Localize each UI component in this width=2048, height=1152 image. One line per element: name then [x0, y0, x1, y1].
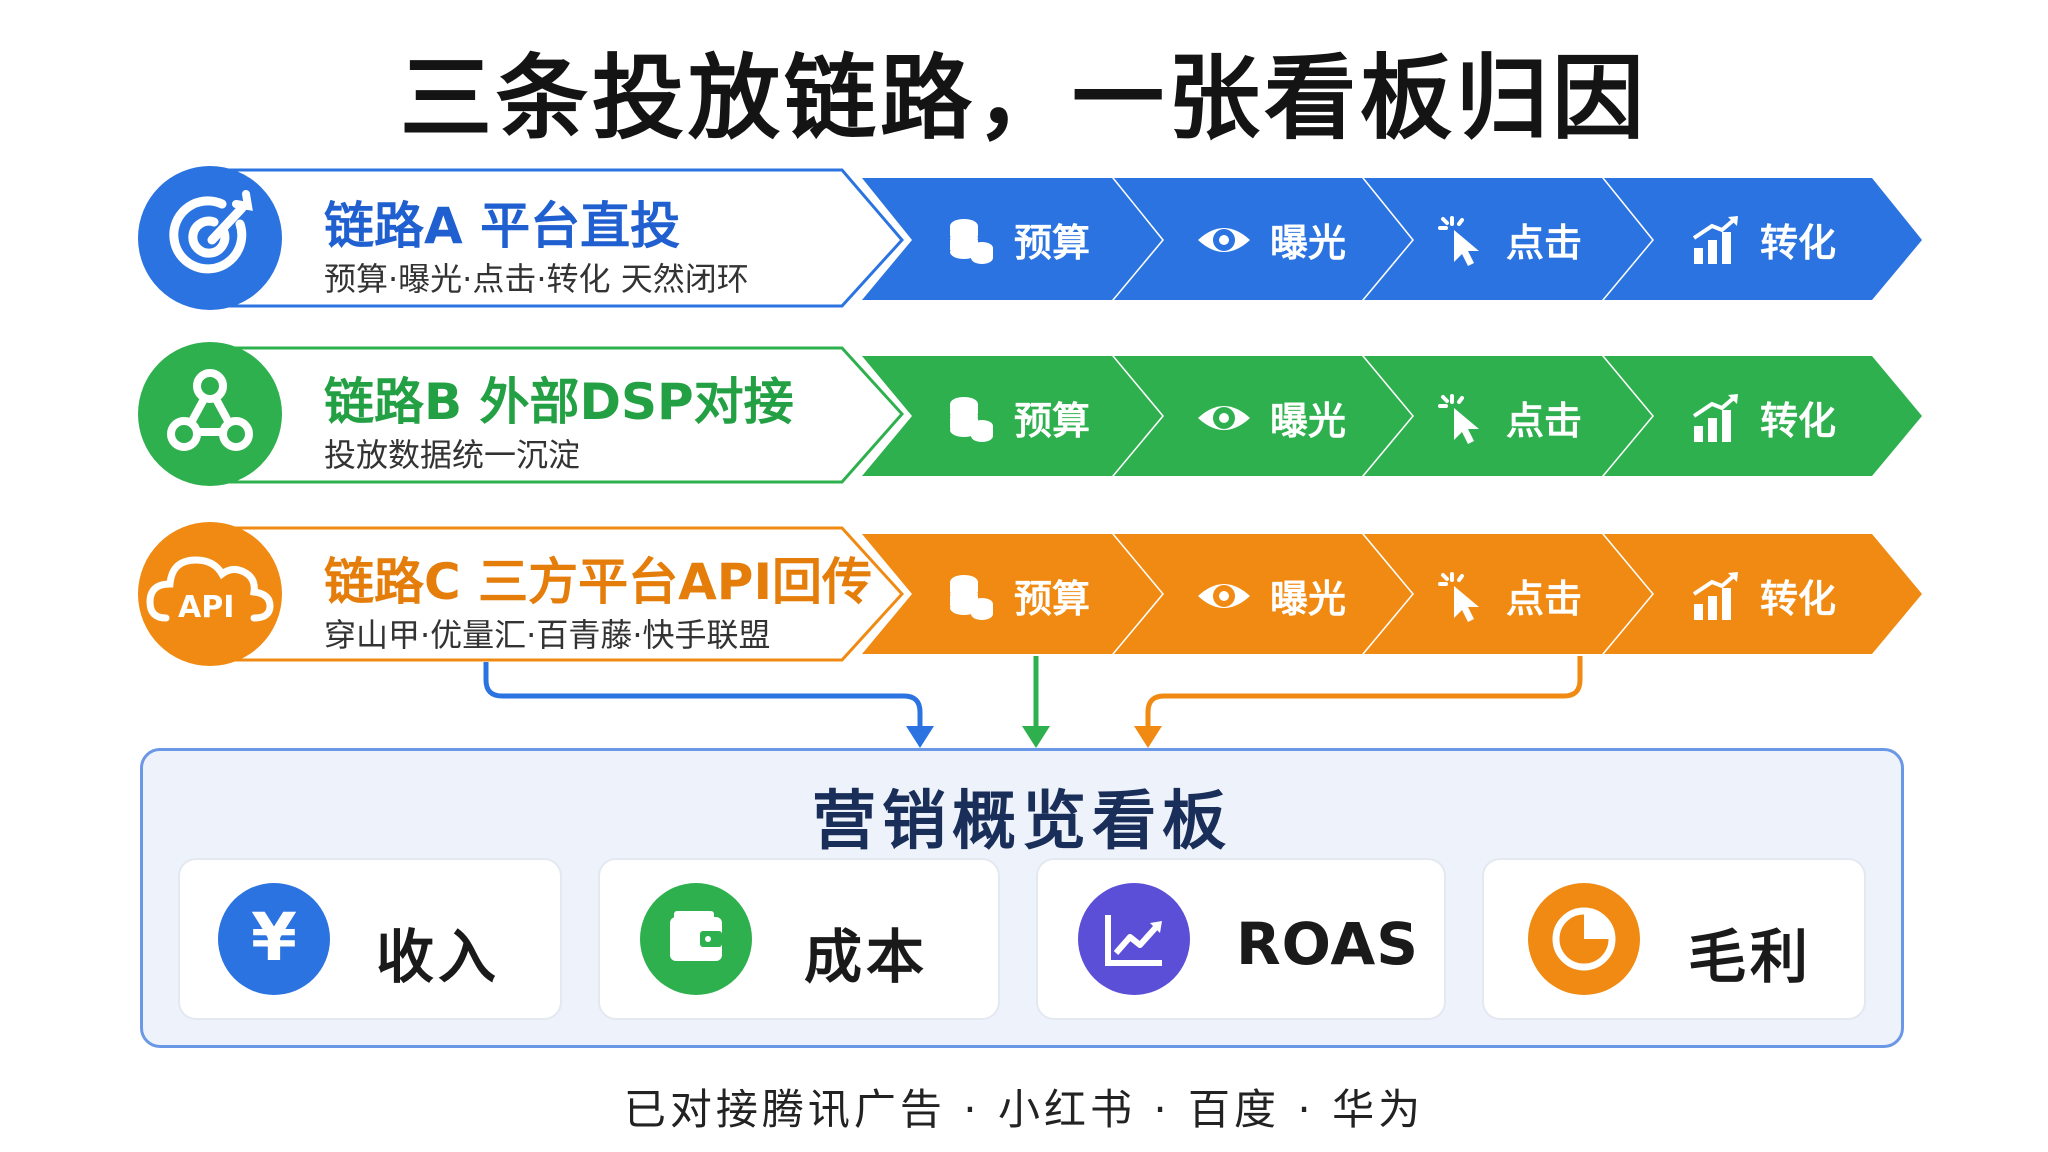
- cursor-click-icon: [1438, 393, 1479, 444]
- coins-icon: [950, 396, 993, 442]
- chain-a-step-exposure: 曝光: [1196, 212, 1346, 267]
- eye-icon: [1198, 227, 1250, 252]
- step-label: 点击: [1506, 399, 1583, 443]
- chain-a-step-3-chevron: [1364, 178, 1652, 300]
- metric-label: 收入: [376, 923, 501, 991]
- coins-icon: [950, 218, 993, 264]
- chain-b-step-click: 点击: [1436, 390, 1582, 445]
- bar-chart-up-icon: [1692, 571, 1738, 620]
- chain-b-banner: [138, 342, 1922, 486]
- metric-label: 毛利: [1688, 923, 1813, 991]
- cursor-click-icon: [1438, 571, 1479, 622]
- chain-b-step-1-chevron: [862, 356, 1162, 476]
- chain-c-name: 链路C 三方平台API回传: [324, 553, 873, 611]
- step-label: 预算: [1014, 577, 1091, 621]
- chain-b-step-4-chevron: [1604, 356, 1922, 476]
- connector-chain-b-arrowhead: [1022, 726, 1050, 748]
- connector-chain-a-arrowhead: [906, 726, 934, 748]
- chain-b-step-budget: 预算: [944, 390, 1090, 445]
- step-label: 预算: [1014, 399, 1091, 443]
- metric-label: 成本: [804, 923, 929, 991]
- step-label: 转化: [1760, 399, 1837, 443]
- step-label: 转化: [1760, 221, 1837, 265]
- network-icon: [167, 369, 253, 451]
- eye-icon: [1198, 583, 1250, 608]
- pie-chart-icon: [1528, 883, 1640, 995]
- metric-card-roas[interactable]: ROAS: [1036, 858, 1446, 1020]
- chain-b-step-conversion: 转化: [1690, 390, 1836, 445]
- metric-card-gross-profit[interactable]: 毛利: [1482, 858, 1866, 1020]
- chain-a-step-budget: 预算: [944, 212, 1090, 267]
- eye-icon: [1198, 405, 1250, 430]
- chain-a-step-click: 点击: [1436, 212, 1582, 267]
- chain-c-step-exposure: 曝光: [1196, 568, 1346, 623]
- chain-a-step-1-chevron: [862, 178, 1162, 300]
- chain-c-step-3-chevron: [1364, 534, 1652, 654]
- chain-a-step-2-chevron: [1114, 178, 1412, 300]
- step-label: 点击: [1506, 221, 1583, 265]
- target-icon: [169, 190, 253, 274]
- connector-chain-c: [1145, 656, 1583, 732]
- chain-c-icon-circle: [138, 522, 282, 666]
- chain-c-step-1-chevron: [862, 534, 1162, 654]
- chain-b-step-2-chevron: [1114, 356, 1412, 476]
- page-title: 三条投放链路，一张看板归因: [399, 45, 1648, 152]
- api-cloud-icon: [146, 556, 274, 622]
- chain-a-name: 链路A 平台直投: [324, 197, 681, 255]
- wallet-icon: [640, 883, 752, 995]
- yen-icon: ¥: [218, 883, 330, 995]
- footer-note: 已对接腾讯广告 · 小红书 · 百度 · 华为: [623, 1085, 1425, 1134]
- chain-b-subtitle: 投放数据统一沉淀: [324, 436, 581, 474]
- metric-card-revenue[interactable]: ¥ 收入: [178, 858, 562, 1020]
- cursor-click-icon: [1438, 215, 1479, 266]
- bar-chart-up-icon: [1692, 215, 1738, 264]
- step-label: 曝光: [1270, 221, 1347, 265]
- chain-a-subtitle: 预算·曝光·点击·转化 天然闭环: [324, 260, 749, 298]
- step-label: 预算: [1014, 221, 1091, 265]
- dashboard-title: 营销概览看板: [812, 785, 1232, 859]
- chain-b-step-3-chevron: [1364, 356, 1652, 476]
- metric-label: ROAS: [1236, 910, 1420, 978]
- chain-c-step-conversion: 转化: [1690, 568, 1836, 623]
- connector-chain-c-arrowhead: [1134, 726, 1162, 748]
- chain-c-subtitle: 穿山甲·优量汇·百青藤·快手联盟: [324, 616, 771, 654]
- step-label: 曝光: [1270, 399, 1347, 443]
- connector-chain-a: [483, 662, 923, 732]
- trend-chart-icon: [1078, 883, 1190, 995]
- step-label: 转化: [1760, 577, 1837, 621]
- step-label: 点击: [1506, 577, 1583, 621]
- chain-b-name: 链路B 外部DSP对接: [324, 373, 794, 431]
- chain-b-step-exposure: 曝光: [1196, 390, 1346, 445]
- chain-a-banner: [138, 166, 1922, 310]
- api-label: API: [178, 590, 235, 625]
- metric-card-cost[interactable]: 成本: [598, 858, 1000, 1020]
- chain-c-banner: [138, 522, 1922, 666]
- chain-a-step-4-chevron: [1604, 178, 1922, 300]
- chain-c-step-4-chevron: [1604, 534, 1922, 654]
- chain-b-icon-circle: [138, 342, 282, 486]
- chain-c-step-budget: 预算: [944, 568, 1090, 623]
- step-label: 曝光: [1270, 577, 1347, 621]
- chain-a-step-conversion: 转化: [1690, 212, 1836, 267]
- bar-chart-up-icon: [1692, 393, 1738, 442]
- chain-c-step-2-chevron: [1114, 534, 1412, 654]
- coins-icon: [950, 574, 993, 620]
- chain-c-step-click: 点击: [1436, 568, 1582, 623]
